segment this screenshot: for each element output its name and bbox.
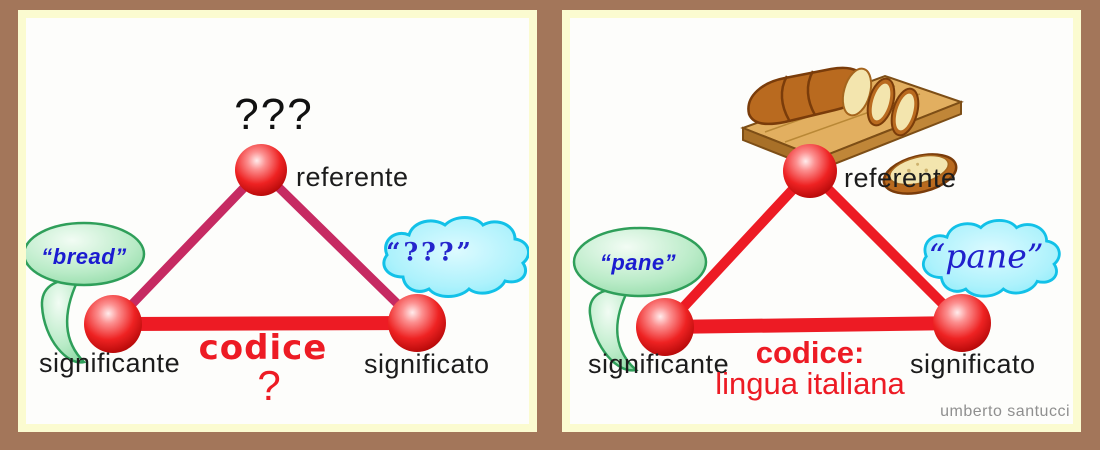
signified-label: significato xyxy=(910,349,1036,379)
bread-slice-standing xyxy=(890,87,920,137)
signifier-node xyxy=(84,295,142,353)
speech-bubble-label: “pane” xyxy=(599,250,677,275)
signifier-node xyxy=(636,298,694,356)
thought-cloud-body xyxy=(921,218,1061,298)
referent-question-marks: ??? xyxy=(234,90,314,139)
thought-cloud-body xyxy=(382,216,529,298)
bread-slice-lying xyxy=(882,153,958,195)
thought-cloud xyxy=(921,218,1061,298)
triangle-side-right xyxy=(805,166,967,328)
signified-label: significato xyxy=(364,349,490,379)
triangle-side-left xyxy=(108,165,266,329)
speech-bubble-body xyxy=(572,226,708,298)
signifier-label: significante xyxy=(39,348,181,378)
thought-cloud xyxy=(382,216,529,298)
triangle-base xyxy=(106,316,424,331)
signified-node xyxy=(388,294,446,352)
speech-bubble-tail xyxy=(40,278,87,364)
code-label: codice xyxy=(198,328,328,368)
code-value: lingua italiana xyxy=(715,366,905,401)
speech-bubble xyxy=(26,221,146,364)
code-label: codice: xyxy=(755,335,865,370)
referent-node xyxy=(783,144,837,198)
referent-node xyxy=(235,144,287,196)
attribution-text: umberto santucci xyxy=(940,403,1070,420)
speech-bubble xyxy=(572,226,708,372)
speech-bubble-body xyxy=(26,221,146,287)
speech-bubble-tail xyxy=(588,287,639,372)
referent-label: referente xyxy=(844,163,957,193)
triangle-side-right xyxy=(256,165,422,328)
signified-node xyxy=(933,294,991,352)
bread-slice-standing xyxy=(866,77,896,127)
triangle-side-left xyxy=(660,166,815,332)
right-triangle-diagram xyxy=(572,66,1061,372)
code-question-mark: ? xyxy=(257,362,281,409)
left-triangle-diagram xyxy=(26,144,529,364)
right-diagram-panel: referente significante significato codic… xyxy=(562,10,1081,432)
thought-cloud-label: “pane” xyxy=(928,236,1044,276)
thought-cloud-label: “???” xyxy=(386,237,474,267)
referent-label: referente xyxy=(296,162,409,192)
left-diagram-panel: ??? referente significante significato c… xyxy=(18,10,537,432)
signifier-label: significante xyxy=(588,349,730,379)
speech-bubble-label: “bread” xyxy=(41,244,127,269)
triangle-base xyxy=(658,316,969,334)
